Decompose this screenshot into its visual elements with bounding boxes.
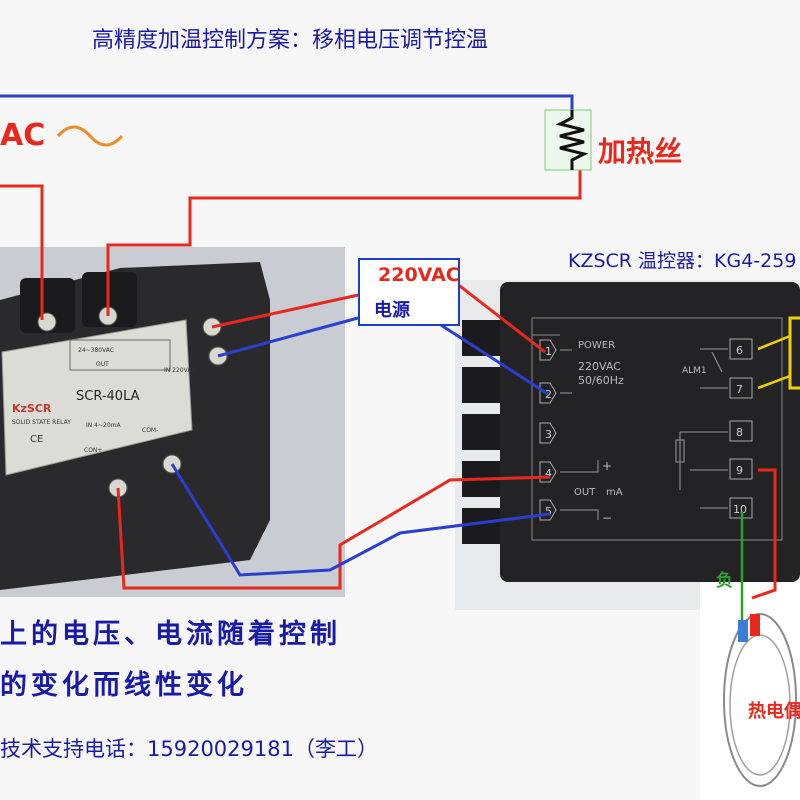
marker-2 — [539, 382, 557, 404]
relay-label-plate — [1, 319, 193, 476]
power-source-box — [358, 258, 460, 326]
heater-symbol — [544, 109, 592, 171]
com-minus-to-terminal5-wire — [170, 463, 551, 577]
relay-con-plus: CON+ — [84, 447, 102, 454]
relay-out-label: OUT — [96, 361, 109, 368]
controller-terminal-2 — [462, 367, 500, 403]
power-to-terminal2-wire — [429, 316, 549, 396]
power-source-label: 电源 — [374, 300, 410, 321]
relay-to-power-neutral-wire — [217, 316, 359, 358]
controller-label: KZSCR 温控器：KG4-259 — [568, 250, 797, 272]
ac-wire-to-heater — [0, 94, 574, 110]
heater-label: 加热丝 — [598, 135, 683, 168]
con-plus-to-terminal4-wire — [116, 475, 551, 590]
relay-subtitle: SOLID STATE RELAY — [12, 419, 71, 426]
controller-resistor-symbol — [675, 439, 685, 463]
thermocouple — [723, 613, 797, 787]
right-terminal-7: 7 — [736, 383, 743, 396]
relay-to-heater-wire — [106, 170, 582, 316]
ac-wave-icon — [56, 125, 124, 147]
ac-label: AC — [0, 118, 46, 153]
thermocouple-background — [700, 560, 800, 800]
relay-com-minus: COM- — [142, 427, 158, 434]
marker-8 — [729, 420, 753, 442]
controller-relay-symbols — [679, 348, 728, 509]
controller-voltage-text: 220VAC — [578, 360, 621, 373]
left-terminal-1: 1 — [545, 345, 552, 358]
relay-brand: KzSCR — [12, 402, 52, 415]
controller-freq-text: 50/60Hz — [578, 374, 624, 387]
left-terminal-4: 4 — [545, 467, 552, 480]
relay-ce-mark: CE — [30, 434, 43, 445]
terminal9-to-thermocouple-wire — [751, 468, 777, 600]
thermocouple-lead-negative — [738, 620, 748, 642]
temperature-controller: 1 2 3 4 5 6 7 8 9 10 POWER 220VAC 50/60H… — [462, 282, 800, 582]
power-voltage: 220VAC — [378, 264, 460, 286]
alarm-wires — [757, 334, 791, 390]
heater-resistor-icon — [555, 110, 589, 170]
page-title: 高精度加温控制方案：移相电压调节控温 — [92, 28, 489, 53]
controller-wiring-panel — [531, 317, 783, 541]
power-to-terminal1-wire — [455, 281, 546, 354]
support-phone: 技术支持电话：15920029181（李工） — [0, 737, 378, 761]
ac-wire-to-relay — [0, 184, 44, 320]
left-terminal-3: 3 — [545, 428, 552, 441]
marker-1 — [539, 339, 557, 361]
description-line-1: 上的电压、电流随着控制 — [0, 619, 341, 650]
marker-7 — [729, 377, 753, 399]
negative-label: 负 — [716, 571, 733, 591]
left-terminal-2: 2 — [545, 388, 552, 401]
thermocouple-lead-positive — [750, 614, 760, 636]
left-terminal-5: 5 — [545, 505, 552, 518]
power-text: POWER — [578, 340, 615, 351]
marker-6 — [729, 338, 753, 360]
controller-terminal-5 — [462, 508, 500, 544]
relay-out-range: 24~380VAC — [78, 347, 114, 354]
controller-housing — [500, 282, 800, 582]
blue-wires — [0, 94, 574, 577]
relay-model: SCR-40LA — [76, 389, 140, 404]
alarm-box — [788, 316, 800, 390]
relay-in-label: IN 220VAC — [164, 367, 196, 374]
thermocouple-label: 热电偶 — [748, 701, 800, 722]
marker-9 — [729, 458, 753, 480]
alarm-text: ALM1 — [682, 366, 707, 376]
out-text: OUT — [574, 487, 596, 498]
marker-3 — [539, 422, 557, 444]
description-line-2: 的变化而线性变化 — [0, 670, 248, 701]
relay-ctrl-in: IN 4~20mA — [86, 422, 121, 429]
controller-terminal-3 — [462, 414, 500, 450]
relay-terminal-block-left — [20, 278, 75, 333]
controller-internal-leads — [560, 349, 599, 520]
ma-text: mA — [606, 487, 623, 498]
right-terminal-10: 10 — [733, 503, 747, 516]
right-terminal-9: 9 — [736, 464, 743, 477]
plus-text: + — [602, 459, 612, 473]
right-terminal-6: 6 — [736, 344, 743, 357]
right-terminal-8: 8 — [736, 426, 743, 439]
relay-label-frame — [69, 339, 171, 371]
minus-text: − — [602, 511, 612, 525]
